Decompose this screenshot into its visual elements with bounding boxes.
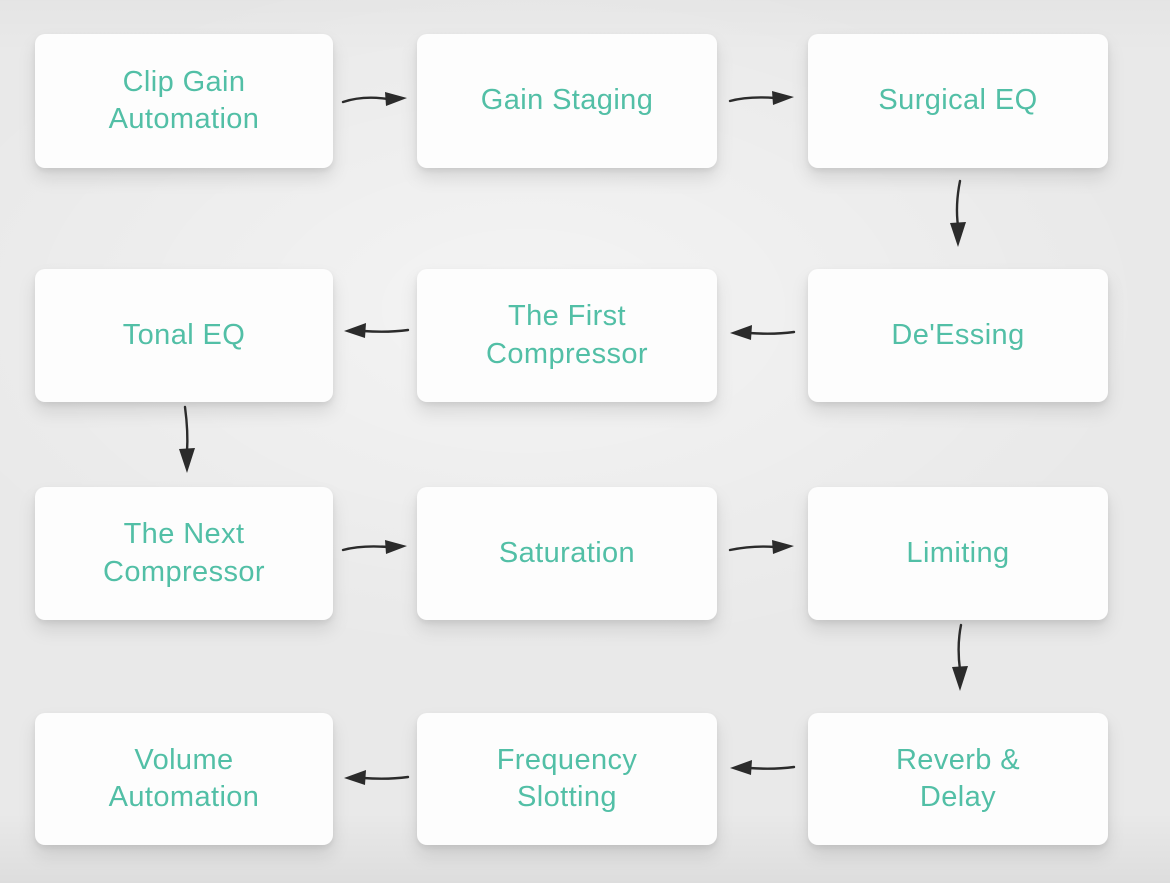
node-label-line: Clip Gain (122, 65, 246, 98)
node-label-line: Surgical EQ (878, 84, 1038, 117)
node-the-first-compressor: The First Compressor (417, 269, 717, 402)
node-label-line: De'Essing (891, 318, 1025, 351)
arrow-frequency-slotting-to-volume-automation-icon (344, 770, 410, 785)
node-reverb-delay: Reverb & Delay (808, 713, 1108, 845)
arrow-limiting-to-reverb-delay-icon (952, 623, 968, 691)
node-label-line: Frequency (496, 743, 638, 776)
node-label-line: The Next (123, 518, 245, 551)
node-label-line: Automation (108, 781, 260, 813)
node-gain-staging: Gain Staging (417, 34, 717, 168)
arrow-reverb-delay-to-frequency-slotting-icon (730, 760, 796, 775)
node-label-line: Automation (108, 103, 260, 135)
node-limiting: Limiting (808, 487, 1108, 620)
node-tonal-eq: Tonal EQ (35, 269, 333, 402)
node-label-line: Volume (134, 743, 234, 776)
arrow-saturation-to-limiting-icon (728, 540, 794, 554)
node-volume-automation: Volume Automation (35, 713, 333, 845)
arrow-first-compressor-to-tonal-eq-icon (344, 323, 410, 338)
arrow-surgical-eq-to-deessing-icon (950, 179, 966, 247)
arrow-next-compressor-to-saturation-icon (341, 540, 407, 554)
node-deessing: De'Essing (808, 269, 1108, 402)
arrow-clip-gain-to-gain-staging-icon (341, 92, 407, 106)
node-surgical-eq: Surgical EQ (808, 34, 1108, 168)
node-label-line: Slotting (517, 781, 617, 813)
node-label-line: Gain Staging (480, 84, 654, 117)
node-label-line: Saturation (498, 536, 636, 569)
node-label-line: Limiting (906, 536, 1010, 569)
arrow-tonal-eq-to-next-compressor-icon (179, 405, 195, 473)
node-saturation: Saturation (417, 487, 717, 620)
node-label-line: Reverb & (895, 743, 1021, 776)
node-label-line: Compressor (103, 555, 265, 588)
arrow-deessing-to-first-compressor-icon (730, 325, 796, 340)
node-the-next-compressor: The Next Compressor (35, 487, 333, 620)
node-label-line: The First (508, 300, 626, 333)
node-label-line: Delay (919, 781, 997, 813)
node-clip-gain-automation: Clip Gain Automation (35, 34, 333, 168)
node-frequency-slotting: Frequency Slotting (417, 713, 717, 845)
node-label-line: Tonal EQ (122, 318, 246, 351)
node-label-line: Compressor (486, 337, 648, 370)
arrow-gain-staging-to-surgical-eq-icon (728, 91, 794, 105)
